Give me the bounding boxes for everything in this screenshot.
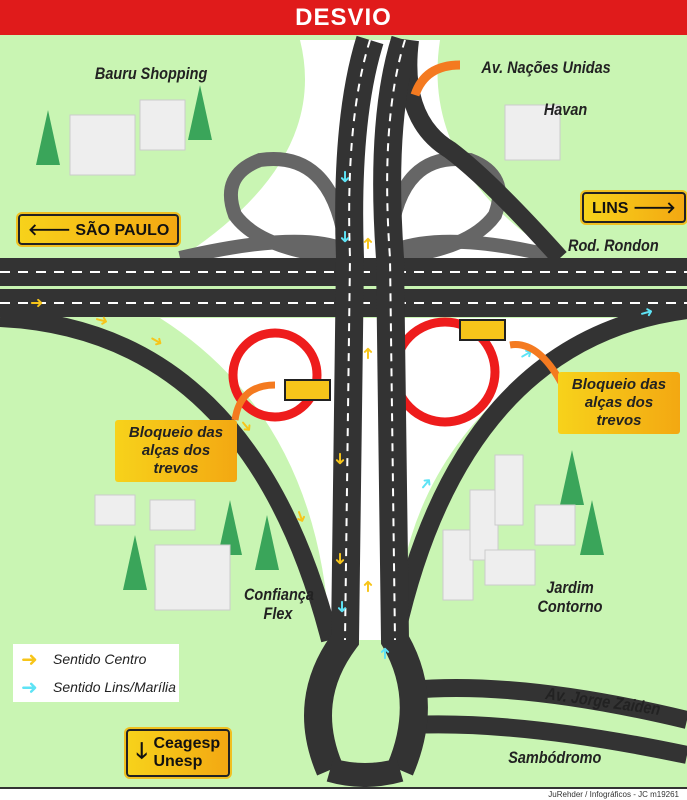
- ramps: [0, 38, 687, 764]
- callout-blocked-right: Bloqueio das alças dos trevos: [558, 372, 680, 434]
- svg-text:➜: ➜: [360, 237, 377, 250]
- svg-text:➜: ➜: [336, 230, 353, 243]
- arrow-right-icon: ➜: [21, 648, 38, 671]
- centro-arrows: ➜➜ ➜➜ ➜ ➜➜ ➜➜ ➜: [30, 237, 377, 593]
- label-confianca-flex: Confiança Flex: [244, 585, 314, 623]
- svg-text:➜: ➜: [360, 347, 377, 360]
- svg-text:➜: ➜: [336, 170, 353, 183]
- arrow-right-icon: 🡒: [628, 200, 676, 217]
- callout-arrow-left: [231, 381, 276, 421]
- credits: JuRehder / Infográficos - JC m19261: [0, 787, 687, 800]
- svg-text:➜: ➜: [146, 331, 166, 352]
- arrow-right-icon: ➜: [21, 676, 38, 699]
- label-jardim-contorno: Jardim Contorno: [537, 578, 603, 616]
- label-havan: Havan: [543, 100, 588, 119]
- svg-text:➜: ➜: [377, 647, 394, 660]
- legend-item-centro: ➜Sentido Centro: [21, 648, 147, 671]
- callout-blocked-left: Bloqueio das alças dos trevos: [115, 420, 237, 482]
- sign-sao-paulo: 🡐 SÃO PAULO: [18, 214, 180, 245]
- svg-text:➜: ➜: [331, 552, 348, 565]
- label-rod-rondon: Rod. Rondon: [568, 236, 659, 255]
- legend-item-lins: ➜Sentido Lins/Marília: [21, 676, 176, 699]
- svg-text:➜: ➜: [360, 580, 377, 593]
- label-av-nacoes-unidas: Av. Nações Unidas: [481, 58, 611, 77]
- svg-text:➜: ➜: [290, 508, 311, 526]
- svg-text:➜: ➜: [93, 311, 110, 331]
- map-title: DESVIO: [0, 0, 687, 35]
- road-network: ➜➜ ➜➜ ➜ ➜➜ ➜➜ ➜ ➜➜ ➜➜ ➜➜ ➜: [0, 35, 687, 787]
- road-barrier-icons: [284, 319, 506, 401]
- interchange-area-top: [180, 40, 560, 258]
- legend: ➜Sentido Centro ➜Sentido Lins/Marília: [13, 644, 179, 702]
- building-icons: [69, 99, 576, 611]
- svg-text:➜: ➜: [638, 303, 655, 323]
- svg-text:➜: ➜: [333, 600, 350, 613]
- label-sambodromo: Sambódromo: [508, 748, 602, 767]
- svg-text:➜: ➜: [30, 295, 43, 312]
- arrow-left-icon: 🡐: [28, 222, 76, 239]
- exit-arrow: [410, 60, 461, 97]
- svg-text:➜: ➜: [331, 452, 348, 465]
- arrow-down-icon: 🡓: [136, 738, 148, 763]
- sign-lins: LINS 🡒: [582, 192, 686, 223]
- blocked-loop-left: [228, 328, 322, 422]
- label-bauru-shopping: Bauru Shopping: [94, 64, 208, 83]
- tree-icons: [36, 85, 604, 590]
